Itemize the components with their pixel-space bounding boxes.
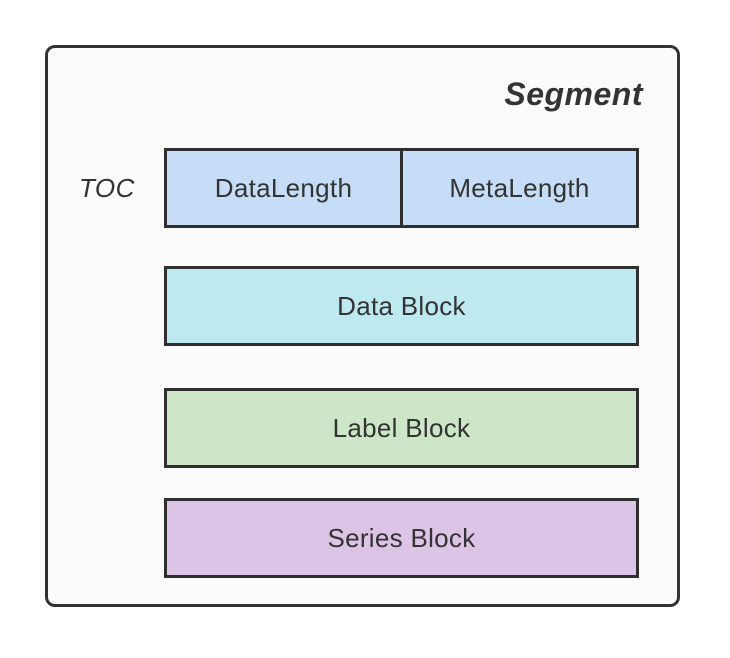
toc-row: DataLength MetaLength <box>164 148 639 228</box>
label-block: Label Block <box>164 388 639 468</box>
toc-cell-datalength: DataLength <box>164 148 403 228</box>
series-block: Series Block <box>164 498 639 578</box>
data-block: Data Block <box>164 266 639 346</box>
toc-label: TOC <box>79 172 135 203</box>
data-block-row: Data Block <box>164 266 639 346</box>
label-block-row: Label Block <box>164 388 639 468</box>
toc-cell-metalength: MetaLength <box>400 148 639 228</box>
series-block-row: Series Block <box>164 498 639 578</box>
segment-title: Segment <box>504 76 643 112</box>
